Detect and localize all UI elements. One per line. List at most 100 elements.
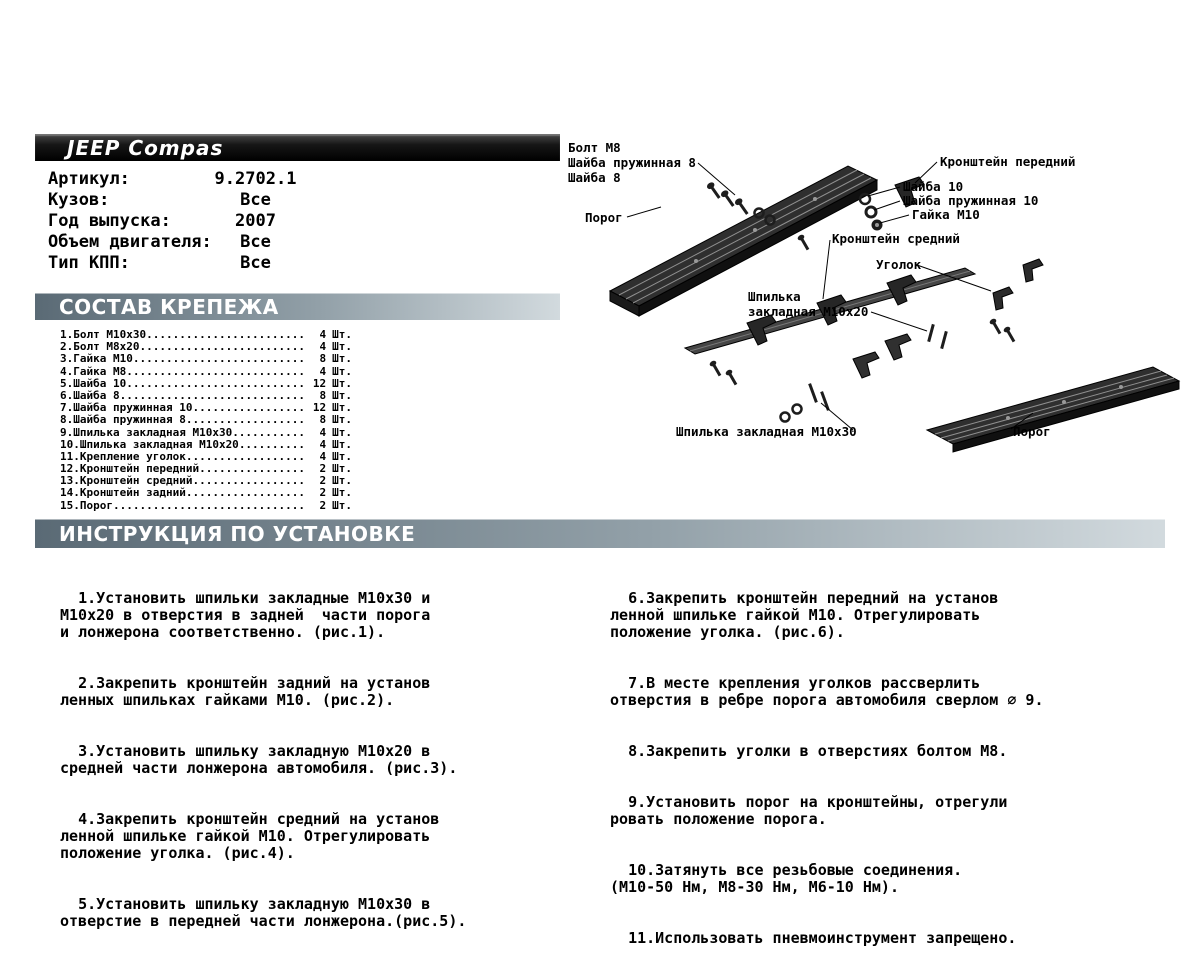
bracket-front-drawing [894,176,925,208]
leader-dots [232,427,304,439]
part-name: 12.Кронштейн передний [60,462,200,476]
spec-value: 2007 [235,210,276,231]
spec-label: Кузов: [48,189,110,210]
label-step-bottom: Порог [1013,424,1051,439]
spec-row-article: Артикул: 9.2702.1 [48,168,428,189]
spec-value: Все [240,189,271,210]
part-name: 7.Шайба пружинная 10 [60,401,193,415]
label-bolt-m8: Болт М8 [568,140,621,155]
parts-section-title: СОСТАВ КРЕПЕЖА [59,294,279,319]
leader-dots [113,500,304,512]
parts-section-bar: СОСТАВ КРЕПЕЖА [35,293,560,320]
stud-m10x20-drawing [927,323,948,350]
part-name: 9.Шпилька закладная М10х30 [60,425,233,439]
diagram-canvas: Болт М8 Шайба пружинная 8 Шайба 8 Порог … [568,140,1181,453]
part-name: 2.Болт М8х20 [60,340,140,354]
part-row: 10.Шпилька закладная М10х20 4 Шт. [60,437,352,451]
instructions-section-bar: ИНСТРУКЦИЯ ПО УСТАНОВКЕ [35,519,1165,548]
leader-dots [239,439,304,451]
part-row: 7.Шайба пружинная 1012Шт. [60,401,352,415]
instructions-left-column: 1.Установить шпильки закладные М10х30 и … [60,556,550,947]
bracket-rear-drawing [746,314,777,346]
instruction-step-6: 6.Закрепить кронштейн передний на устано… [610,589,999,641]
exploded-view-diagram: Болт М8 Шайба пружинная 8 Шайба 8 Порог … [565,133,1185,483]
instruction-step-5: 5.Установить шпильку закладную М10х30 в … [60,895,467,930]
part-row: 4.Гайка М84Шт. [60,364,352,378]
spec-row-engine: Объем двигателя: Все [48,231,428,252]
part-row: 14.Кронштейн задний2Шт. [60,487,352,499]
part-name: 10.Шпилька закладная М10х20 [60,437,239,451]
spec-label: Год выпуска: [48,210,171,231]
part-qty: 8 [319,352,327,366]
spec-row-year: Год выпуска: 2007 [48,210,428,231]
bracket-drawing [852,351,880,379]
leader-dots [186,414,304,426]
label-nut-m10: Гайка М10 [912,207,980,222]
part-name: 6.Шайба 8 [60,388,120,402]
part-name: 3.Гайка М10 [60,352,133,366]
label-bracket-middle: Кронштейн средний [832,231,960,246]
part-unit: Шт. [332,376,352,390]
part-unit: Шт. [332,413,352,427]
part-row: 9.Шпилька закладная М10х304Шт. [60,425,352,439]
part-row: 6.Шайба 88Шт. [60,388,352,402]
spec-label: Артикул: [48,168,130,189]
part-row: 12.Кронштейн передний2Шт. [60,462,352,476]
leader-dots [192,475,304,487]
spec-value: Все [240,231,271,252]
bracket-middle-drawing [816,294,847,326]
leader-lines [626,161,1034,431]
instruction-step-9: 9.Установить порог на кронштейны, отрегу… [610,793,1008,828]
part-name: 15.Порог [60,498,113,512]
spec-row-body: Кузов: Все [48,189,428,210]
part-qty: 12 [312,401,327,415]
part-name: 5.Шайба 10 [60,376,127,390]
part-row: 2.Болт М8х204Шт. [60,340,352,354]
part-qty: 4 [319,437,327,451]
part-qty: 8 [319,388,327,402]
instruction-step-3: 3.Установить шпильку закладную М10х20 в … [60,742,458,777]
spec-label: Тип КПП: [48,252,130,273]
instructions-section-title: ИНСТРУКЦИЯ ПО УСТАНОВКЕ [59,521,416,546]
part-row: 11.Крепление уголок4Шт. [60,450,352,463]
spec-label: Объем двигателя: [48,231,212,252]
parts-list: 1.Болт М10х304Шт. 2.Болт М8х204Шт. 3.Гай… [60,328,352,512]
part-row: 5.Шайба 10 12 Шт. [60,376,352,390]
label-washer-spring-10: Шайба пружинная 10 [903,193,1038,208]
label-stud-m10x30: Шпилька закладная М10х30 [676,424,857,439]
instruction-step-11: 11.Использовать пневмоинструмент запреще… [610,929,1017,947]
leader-dots [192,402,304,414]
corner-angle-drawing [992,286,1014,311]
part-qty: 12 [312,376,327,390]
instruction-step-7: 7.В месте крепления уголков рассверлить … [610,674,1044,709]
part-row: 1.Болт М10х304Шт. [60,328,352,341]
instruction-step-10: 10.Затянуть все резьбовые соединения. (М… [610,861,963,896]
label-washer-8: Шайба 8 [568,170,621,185]
leader-dots [146,329,304,341]
instructions-right-column: 6.Закрепить кронштейн передний на устано… [610,556,1175,964]
label-corner: Уголок [876,257,922,272]
part-unit: Шт. [332,437,352,451]
part-row: 15.Порог2Шт. [60,498,352,512]
part-unit: Шт. [332,340,352,354]
part-unit: Шт. [332,364,352,378]
page-title: JEEP Compas [67,135,224,160]
part-name: 13.Кронштейн средний [60,474,193,488]
part-name: 1.Болт М10х30 [60,328,147,341]
part-unit: Шт. [332,425,352,439]
part-qty: 4 [319,364,327,378]
part-qty: 2 [319,474,327,488]
part-name: 14.Кронштейн задний [60,486,186,500]
instruction-step-8: 8.Закрепить уголки в отверстиях болтом М… [610,742,1008,760]
leader-dots [126,378,304,390]
leader-dots [126,366,304,378]
specs-table: Артикул: 9.2702.1 Кузов: Все Год выпуска… [48,168,428,273]
instruction-sheet: { "header": { "title": "JEEP Compas" }, … [0,0,1200,849]
part-qty: 4 [319,328,327,341]
part-qty: 2 [319,462,327,476]
part-name: 8.Шайба пружинная 8 [60,413,186,427]
spec-row-transmission: Тип КПП: Все [48,252,428,273]
part-qty: 8 [319,413,327,427]
part-unit: Шт. [332,474,352,488]
leader-dots [139,341,304,353]
